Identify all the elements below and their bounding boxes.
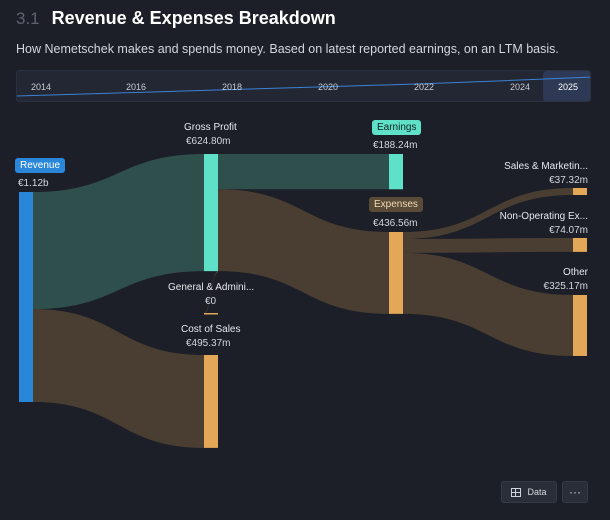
flow-revenue-to-cost_of_sales bbox=[33, 309, 204, 448]
section-number: 3.1 bbox=[16, 9, 40, 28]
node-bar-other bbox=[573, 295, 587, 356]
more-options-button[interactable]: ··· bbox=[562, 481, 588, 503]
page-title: Revenue & Expenses Breakdown bbox=[51, 8, 336, 28]
flow-expenses-to-other bbox=[403, 252, 573, 356]
page-subtitle: How Nemetschek makes and spends money. B… bbox=[16, 42, 559, 56]
node-bar-gna bbox=[204, 313, 218, 315]
revenue-value: €1.12b bbox=[18, 178, 49, 189]
cost-of-sales-value: €495.37m bbox=[186, 338, 231, 349]
node-bar-non_operating bbox=[573, 238, 587, 252]
year-2025[interactable]: 2025 bbox=[557, 82, 579, 92]
timeline-trend-line bbox=[17, 76, 590, 97]
node-bar-cost_of_sales bbox=[204, 355, 218, 448]
year-2022[interactable]: 2022 bbox=[413, 82, 435, 92]
earnings-label: Earnings bbox=[372, 120, 422, 135]
node-bar-expenses bbox=[389, 232, 403, 314]
cost-of-sales-label: Cost of Sales bbox=[181, 324, 241, 335]
data-button-label: Data bbox=[527, 487, 547, 497]
year-timeline[interactable]: 2014 2016 2018 2020 2022 2024 2025 bbox=[16, 70, 591, 102]
non-operating-label: Non-Operating Ex... bbox=[499, 211, 588, 222]
expenses-label: Expenses bbox=[369, 197, 423, 212]
year-2014[interactable]: 2014 bbox=[30, 82, 52, 92]
sales-marketing-value: €37.32m bbox=[549, 175, 588, 186]
revenue-label: Revenue bbox=[15, 158, 66, 173]
expenses-value: €436.56m bbox=[373, 218, 418, 229]
earnings-value: €188.24m bbox=[373, 140, 418, 151]
gross-profit-value: €624.80m bbox=[186, 136, 231, 147]
node-bar-earnings bbox=[389, 154, 403, 190]
selected-year-highlight bbox=[543, 71, 590, 101]
other-value: €325.17m bbox=[543, 281, 588, 292]
node-bar-revenue bbox=[19, 192, 33, 402]
gna-value: €0 bbox=[205, 296, 217, 307]
flow-revenue-to-gross_profit bbox=[33, 154, 204, 310]
gna-label: General & Admini... bbox=[168, 282, 255, 293]
year-2020[interactable]: 2020 bbox=[317, 82, 339, 92]
non-operating-value: €74.07m bbox=[549, 225, 588, 236]
sankey-chart: Revenue €1.12b Gross Profit €624.80m Gen… bbox=[0, 110, 610, 470]
year-2024[interactable]: 2024 bbox=[509, 82, 531, 92]
data-button[interactable]: Data bbox=[501, 481, 557, 503]
more-icon: ··· bbox=[569, 485, 581, 499]
flow-expenses-to-non_operating bbox=[403, 238, 573, 253]
section-header: 3.1 Revenue & Expenses Breakdown bbox=[16, 8, 336, 29]
flow-gross_profit-to-gna bbox=[204, 271, 218, 315]
other-label: Other bbox=[562, 267, 588, 278]
sales-marketing-label: Sales & Marketin... bbox=[504, 161, 588, 172]
sankey-svg bbox=[19, 154, 587, 448]
table-icon bbox=[511, 487, 522, 497]
node-bar-gross_profit bbox=[204, 154, 218, 272]
year-2018[interactable]: 2018 bbox=[221, 82, 243, 92]
gross-profit-label: Gross Profit bbox=[184, 122, 237, 133]
flow-gross_profit-to-earnings bbox=[218, 154, 389, 190]
flow-expenses-to-sales_marketing bbox=[403, 188, 573, 239]
flow-gross_profit-to-expenses bbox=[218, 189, 389, 314]
year-2016[interactable]: 2016 bbox=[125, 82, 147, 92]
node-bar-sales_marketing bbox=[573, 188, 587, 195]
